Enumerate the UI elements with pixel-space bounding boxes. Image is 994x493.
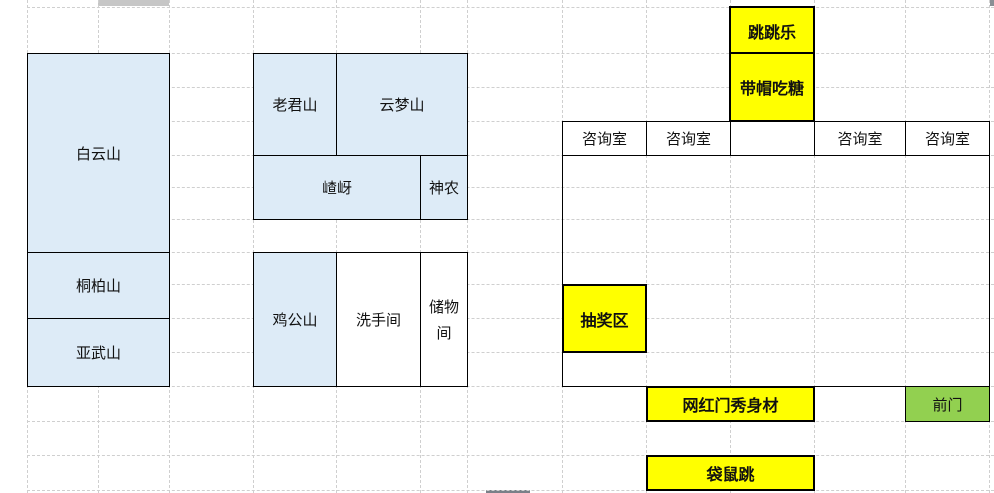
grid-row-line bbox=[27, 318, 994, 319]
consult-room-4[interactable]: 咨询室 bbox=[905, 121, 990, 156]
grid-row-line bbox=[27, 490, 994, 491]
grid-col-line bbox=[814, 0, 815, 493]
grid-row-line bbox=[27, 252, 994, 253]
activity-tiaotiaole[interactable]: 跳跳乐 bbox=[729, 6, 815, 55]
area-jigong-mountain[interactable]: 鸡公山 bbox=[253, 252, 337, 387]
area-label: 咨询室 bbox=[924, 130, 970, 148]
activity-wanghong[interactable]: 网红门秀身材 bbox=[646, 386, 815, 422]
grid-row-line bbox=[27, 352, 994, 353]
grid-row-line bbox=[27, 421, 994, 422]
area-label: 网红门秀身材 bbox=[682, 396, 779, 415]
empty-room[interactable] bbox=[730, 121, 815, 156]
column-header-selection bbox=[98, 0, 169, 6]
area-label: 跳跳乐 bbox=[747, 22, 796, 42]
scrollbar-horizontal[interactable] bbox=[486, 490, 530, 493]
area-restroom[interactable]: 洗手间 bbox=[336, 252, 421, 387]
activity-daishu-tiao[interactable]: 袋鼠跳 bbox=[646, 455, 815, 491]
grid-row-line bbox=[27, 284, 994, 285]
area-yunmeng-mountain[interactable]: 云梦山 bbox=[336, 53, 468, 156]
area-label: 袋鼠跳 bbox=[706, 465, 755, 484]
area-label: 云梦山 bbox=[379, 96, 425, 114]
area-label: 洗手间 bbox=[355, 311, 401, 329]
grid-col-line bbox=[420, 0, 421, 493]
consult-room-1[interactable]: 咨询室 bbox=[562, 121, 647, 156]
grid-row-line bbox=[27, 53, 994, 54]
grid-col-line bbox=[646, 0, 647, 493]
activity-daimao-chitang[interactable]: 带帽吃糖 bbox=[729, 52, 815, 122]
area-label: 咨询室 bbox=[665, 130, 711, 148]
area-label: 咨询室 bbox=[581, 130, 627, 148]
area-yawu-mountain[interactable]: 亚武山 bbox=[27, 318, 170, 387]
grid-row-line bbox=[27, 386, 994, 387]
area-label: 亚武山 bbox=[75, 344, 121, 362]
area-label: 鸡公山 bbox=[272, 311, 318, 329]
consult-room-2[interactable]: 咨询室 bbox=[646, 121, 731, 156]
grid-row-line bbox=[27, 121, 994, 122]
area-shennong[interactable]: 神农 bbox=[420, 155, 468, 220]
area-label: 白云山 bbox=[75, 144, 121, 163]
area-laojun-mountain[interactable]: 老君山 bbox=[253, 53, 337, 156]
area-label: 老君山 bbox=[272, 96, 318, 114]
grid-row-line bbox=[27, 455, 994, 456]
consult-room-3[interactable]: 咨询室 bbox=[814, 121, 906, 156]
grid-col-line bbox=[905, 0, 906, 493]
area-label-line1: 储物 bbox=[428, 297, 459, 316]
area-label: 神农 bbox=[428, 179, 459, 197]
grid-row-line bbox=[27, 219, 994, 220]
grid-col-line bbox=[253, 0, 254, 493]
grid-row-line bbox=[27, 187, 994, 188]
area-jiya[interactable]: 嵖岈 bbox=[253, 155, 421, 220]
grid-col-line bbox=[336, 0, 337, 493]
area-tongbai-mountain[interactable]: 桐柏山 bbox=[27, 252, 170, 319]
grid-col-line bbox=[730, 0, 731, 493]
grid-row-line bbox=[27, 7, 994, 8]
area-label: 带帽吃糖 bbox=[739, 79, 804, 98]
area-label: 咨询室 bbox=[837, 130, 883, 148]
area-baiyun-mountain[interactable]: 白云山 bbox=[27, 53, 170, 253]
grid-col-line bbox=[467, 0, 468, 493]
area-label: 嵖岈 bbox=[321, 179, 352, 197]
grid-row-line bbox=[27, 87, 994, 88]
area-storage[interactable]: 储物 间 bbox=[420, 252, 468, 387]
area-label: 抽奖区 bbox=[580, 310, 629, 330]
area-label: 前门 bbox=[932, 395, 963, 414]
area-label: 桐柏山 bbox=[75, 277, 121, 295]
grid-row-line bbox=[27, 155, 994, 156]
activity-lottery[interactable]: 抽奖区 bbox=[562, 284, 647, 353]
scrollbar-vertical[interactable] bbox=[990, 0, 994, 6]
area-label-line2: 间 bbox=[436, 323, 452, 342]
front-door[interactable]: 前门 bbox=[905, 386, 990, 422]
